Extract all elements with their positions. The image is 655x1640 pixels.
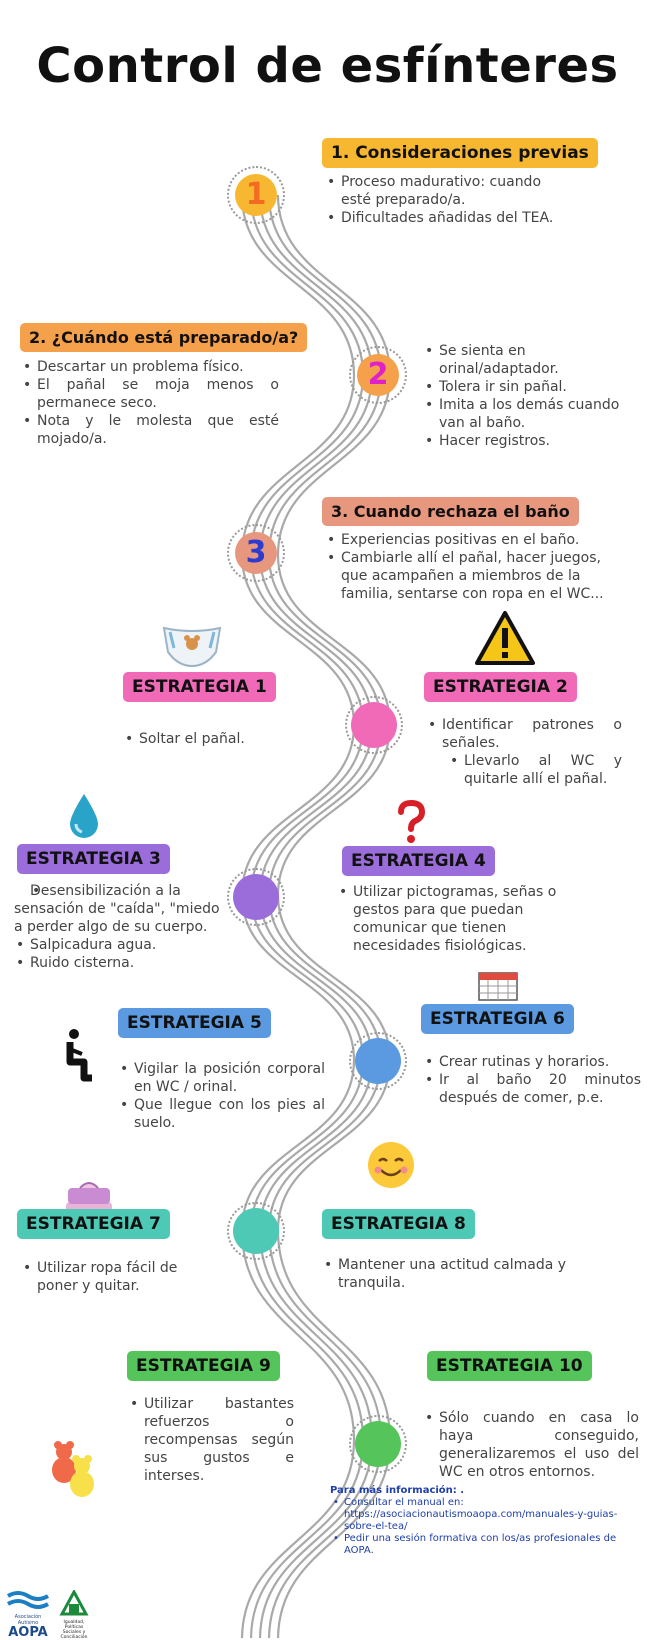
- list-item: Llevarlo al WC y quitarle allí el pañal.: [448, 752, 622, 788]
- number-2-icon: 2: [357, 354, 399, 396]
- node-ring-3: [227, 524, 285, 582]
- strategy-node: [355, 1421, 401, 1467]
- section-1-list: Proceso madurativo: cuando esté preparad…: [325, 173, 565, 227]
- section-3-list: Experiencias positivas en el baño. Cambi…: [325, 531, 625, 603]
- strategy-4-list: Utilizar pictogramas, señas o gestos par…: [337, 883, 577, 955]
- list-item: Descartar un problema físico.: [21, 358, 279, 376]
- list-item: Dificultades añadidas del TEA.: [325, 209, 565, 227]
- list-item: Ir al baño 20 minutos después de comer, …: [423, 1071, 641, 1107]
- strategy-9-list: Utilizar bastantes refuerzos o recompens…: [128, 1395, 294, 1485]
- junta-subtitle: Igualdad, Políticas Sociales y Conciliac…: [60, 1620, 88, 1640]
- node-ring-1: [227, 166, 285, 224]
- list-item: Ruido cisterna.: [14, 954, 224, 972]
- section-2-list-left: Descartar un problema físico. El pañal s…: [21, 358, 279, 448]
- list-item: Cambiarle allí el pañal, hacer juegos, q…: [325, 549, 625, 603]
- more-info-heading: Para más información: .: [330, 1485, 465, 1496]
- list-item: Nota y le molesta que esté mojado/a.: [21, 412, 279, 448]
- junta-logo: Igualdad, Políticas Sociales y Conciliac…: [56, 1588, 92, 1640]
- more-info-list: Consultar el manual en: https://asociaci…: [330, 1497, 630, 1557]
- list-item: Se sienta en orinal/adaptador.: [423, 342, 638, 378]
- strategy-node: [355, 1038, 401, 1084]
- list-item: Identificar patrones o señales.: [426, 716, 622, 752]
- node-ring-5: [227, 868, 285, 926]
- strategy-3-title: ESTRATEGIA 3: [17, 844, 170, 874]
- list-item: El pañal se moja menos o permanece seco.: [21, 376, 279, 412]
- strategy-8-list: Mantener una actitud calmada y tranquila…: [322, 1256, 582, 1292]
- node-ring-6: [349, 1032, 407, 1090]
- list-item: Pedir una sesión formativa con los/as pr…: [330, 1533, 630, 1557]
- junta-logo-mark: [59, 1588, 89, 1616]
- strategy-node: [351, 702, 397, 748]
- number-1-icon: 1: [235, 174, 277, 216]
- node-ring-2: [349, 346, 407, 404]
- list-item: Utilizar ropa fácil de poner y quitar.: [21, 1259, 211, 1295]
- strategy-6-list: Crear rutinas y horarios. Ir al baño 20 …: [423, 1053, 641, 1107]
- list-item: Proceso madurativo: cuando esté preparad…: [325, 173, 565, 209]
- gummy-bears-icon: [52, 1441, 94, 1497]
- list-item: Utilizar bastantes refuerzos o recompens…: [128, 1395, 294, 1485]
- question-mark-icon: [398, 800, 426, 843]
- section-3-title: 3. Cuando rechaza el baño: [322, 497, 579, 526]
- calendar-icon: [478, 972, 518, 1001]
- page-title: Control de esfínteres: [36, 38, 619, 94]
- strategy-7-list: Utilizar ropa fácil de poner y quitar.: [21, 1259, 211, 1295]
- aopa-logo: Asociación Autismo AOPA: [6, 1588, 50, 1639]
- strategy-5-title: ESTRATEGIA 5: [118, 1008, 271, 1038]
- list-item: Desensibilización a la sensación de "caí…: [14, 882, 224, 936]
- strategy-7-title: ESTRATEGIA 7: [17, 1209, 170, 1239]
- smile-icon: [368, 1142, 414, 1188]
- node-ring-4: [345, 696, 403, 754]
- strategy-4-title: ESTRATEGIA 4: [342, 846, 495, 876]
- more-info-link[interactable]: Consultar el manual en: https://asociaci…: [330, 1497, 630, 1533]
- warning-icon: [475, 611, 535, 665]
- strategy-10-list: Sólo cuando en casa lo haya conseguido, …: [423, 1409, 639, 1481]
- water-drop-icon: [70, 794, 98, 838]
- strategy-1-title: ESTRATEGIA 1: [123, 672, 276, 702]
- list-item: Sólo cuando en casa lo haya conseguido, …: [423, 1409, 639, 1481]
- strategy-1-list: Soltar el pañal.: [123, 730, 293, 748]
- strategy-2-title: ESTRATEGIA 2: [424, 672, 577, 702]
- section-2-title: 2. ¿Cuándo está preparado/a?: [20, 323, 308, 352]
- section-2-list-right: Se sienta en orinal/adaptador. Tolera ir…: [423, 342, 638, 450]
- list-item: Tolera ir sin pañal.: [423, 378, 638, 396]
- aopa-logo-mark: [6, 1591, 50, 1609]
- node-ring-7: [227, 1202, 285, 1260]
- strategy-3-list: Desensibilización a la sensación de "caí…: [14, 882, 224, 972]
- list-item: Vigilar la posición corporal en WC / ori…: [118, 1060, 325, 1096]
- strategy-10-title: ESTRATEGIA 10: [427, 1351, 592, 1381]
- strategy-6-title: ESTRATEGIA 6: [421, 1004, 574, 1034]
- strategy-2-list: Identificar patrones o señales. Llevarlo…: [426, 716, 622, 788]
- node-ring-8: [349, 1415, 407, 1473]
- strategy-5-list: Vigilar la posición corporal en WC / ori…: [118, 1060, 325, 1132]
- section-1-title: 1. Consideraciones previas: [322, 138, 598, 168]
- list-item: Salpicadura agua.: [14, 936, 224, 954]
- aopa-name: AOPA: [8, 1625, 48, 1640]
- list-item: Mantener una actitud calmada y tranquila…: [322, 1256, 582, 1292]
- strategy-8-title: ESTRATEGIA 8: [322, 1209, 475, 1239]
- list-item: Utilizar pictogramas, señas o gestos par…: [337, 883, 577, 955]
- list-item: Crear rutinas y horarios.: [423, 1053, 641, 1071]
- strategy-node: [233, 874, 279, 920]
- list-item: Que llegue con los pies al suelo.: [118, 1096, 325, 1132]
- strategy-node: [233, 1208, 279, 1254]
- number-3-icon: 3: [235, 532, 277, 574]
- list-item: Hacer registros.: [423, 432, 638, 450]
- list-item: Imita a los demás cuando van al baño.: [423, 396, 638, 432]
- list-item: Soltar el pañal.: [123, 730, 293, 748]
- strategy-9-title: ESTRATEGIA 9: [127, 1351, 280, 1381]
- list-item: Experiencias positivas en el baño.: [325, 531, 625, 549]
- aopa-subtitle: Asociación Autismo: [14, 1614, 42, 1626]
- more-info: Para más información: . Consultar el man…: [330, 1485, 630, 1557]
- person-sitting-icon: [66, 1029, 92, 1082]
- diaper-icon: [162, 626, 222, 668]
